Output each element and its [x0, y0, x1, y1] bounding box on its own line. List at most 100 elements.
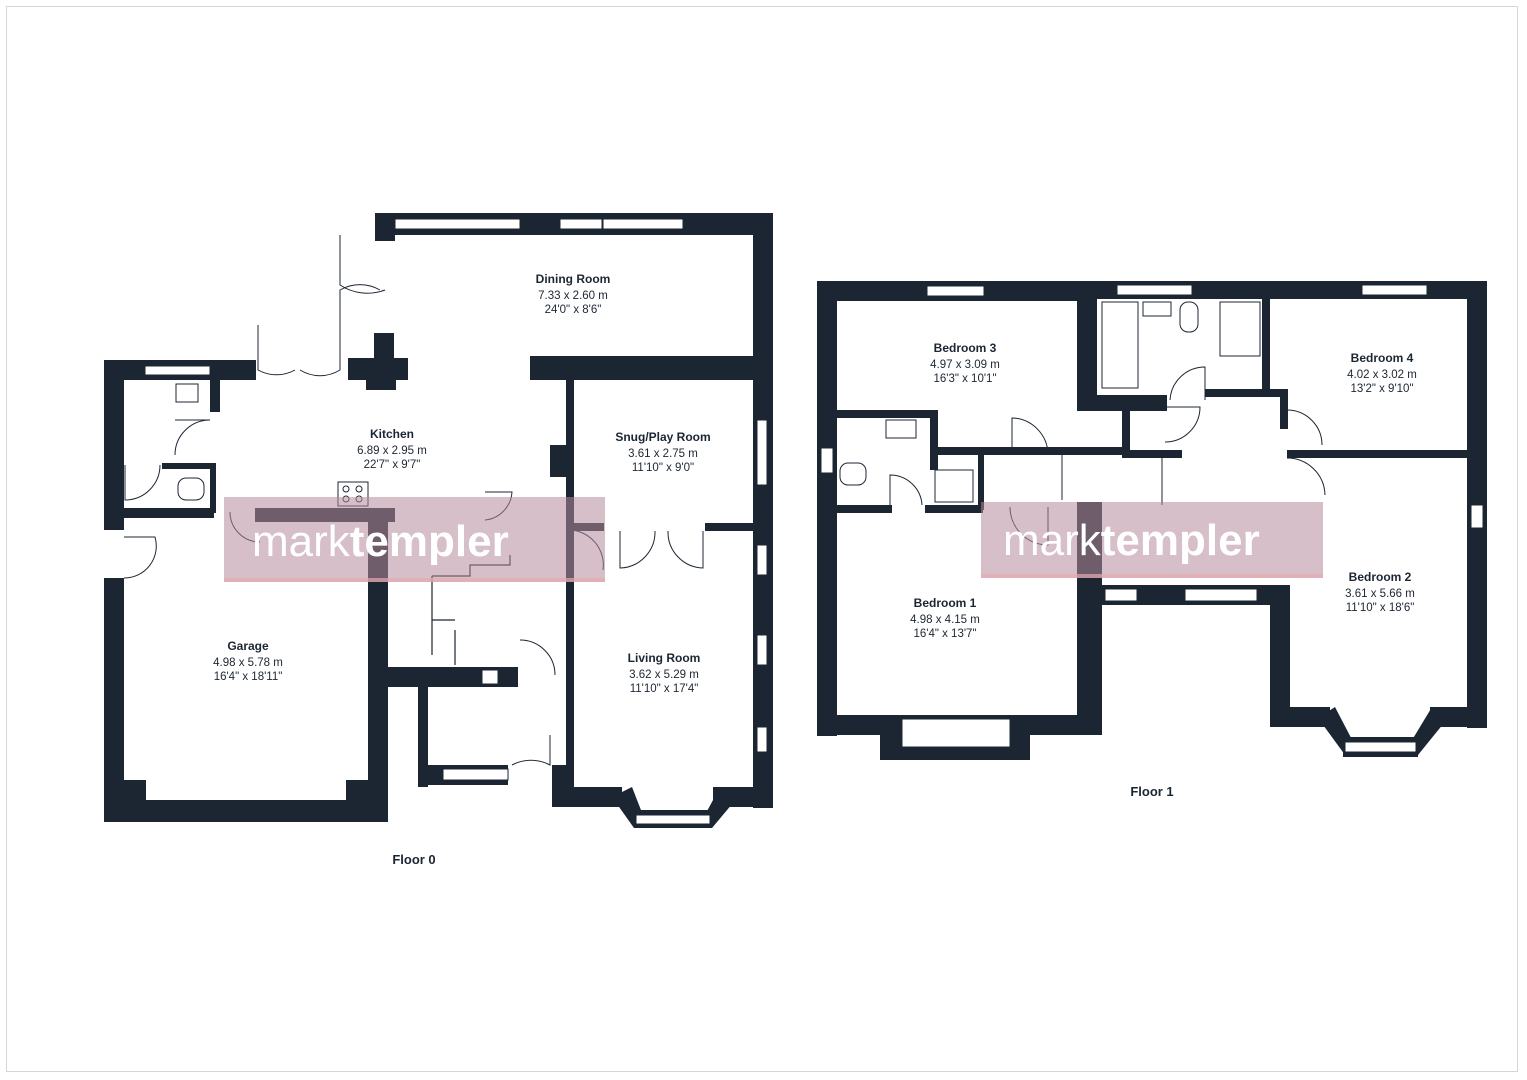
- room-name: Bedroom 2: [1349, 570, 1412, 584]
- room-dimensions-imperial: 16'4" x 13'7": [913, 628, 976, 640]
- window: [756, 544, 768, 576]
- door: [619, 530, 656, 569]
- watermark-underline: [981, 574, 1323, 578]
- room-name: Living Room: [628, 651, 701, 665]
- wall: [210, 463, 216, 513]
- floor-0-plan: Dining Room 7.33 x 2.60 m 24'0" x 8'6" K…: [104, 213, 773, 867]
- shower: [1219, 301, 1261, 357]
- wall: [104, 508, 214, 518]
- toilet: [1179, 301, 1199, 333]
- wall: [104, 360, 124, 530]
- room-dimensions-imperial: 11'10" x 18'6": [1346, 602, 1415, 614]
- room-dimensions-imperial: 24'0" x 8'6": [545, 304, 602, 316]
- wall: [530, 356, 773, 380]
- door: [257, 325, 296, 376]
- window: [1104, 588, 1138, 602]
- door: [299, 325, 341, 377]
- room-name: Dining Room: [536, 272, 611, 286]
- door: [1286, 409, 1323, 446]
- wall: [104, 800, 388, 822]
- wall: [837, 505, 892, 513]
- window: [756, 726, 768, 753]
- door: [1011, 417, 1049, 456]
- wall: [978, 455, 984, 510]
- window: [394, 218, 521, 230]
- shower: [934, 469, 974, 503]
- wall: [552, 787, 622, 807]
- window: [1184, 588, 1258, 602]
- door: [124, 464, 161, 501]
- wall: [705, 523, 755, 531]
- watermark-logo: marktempler: [1003, 516, 1260, 565]
- door: [519, 639, 556, 676]
- door: [174, 419, 211, 456]
- wall: [104, 578, 124, 822]
- wall: [1287, 450, 1467, 458]
- floor-label: Floor 0: [392, 852, 435, 867]
- window: [820, 447, 834, 474]
- wall: [1122, 395, 1130, 455]
- wall: [162, 463, 214, 469]
- window: [442, 768, 509, 781]
- door: [339, 235, 386, 294]
- wall: [925, 505, 983, 513]
- window: [1116, 284, 1193, 296]
- toilet: [177, 477, 205, 501]
- door: [1286, 457, 1326, 496]
- room-dimensions-metric: 3.61 x 5.66 m: [1345, 588, 1415, 600]
- room-dimensions-metric: 3.61 x 2.75 m: [628, 448, 698, 460]
- wall: [817, 281, 837, 736]
- wall: [753, 213, 773, 808]
- room-name: Kitchen: [370, 427, 414, 441]
- toilet: [839, 462, 867, 486]
- window: [1470, 504, 1484, 529]
- wall: [550, 445, 566, 477]
- wall: [1205, 389, 1288, 397]
- wall: [1077, 281, 1097, 411]
- room-name: Snug/Play Room: [615, 430, 710, 444]
- room-dimensions-metric: 7.33 x 2.60 m: [538, 290, 608, 302]
- watermark-left: marktempler: [224, 497, 605, 582]
- window: [144, 365, 211, 376]
- door: [1164, 406, 1201, 443]
- window: [481, 669, 499, 685]
- window: [926, 285, 985, 297]
- wall: [418, 687, 428, 787]
- room-name: Garage: [227, 639, 269, 653]
- room-dimensions-metric: 4.02 x 3.02 m: [1347, 369, 1417, 381]
- window: [756, 419, 768, 486]
- room-dimensions-metric: 4.97 x 3.09 m: [930, 359, 1000, 371]
- room-dimensions-imperial: 13'2" x 9'10": [1350, 383, 1413, 395]
- wall: [375, 213, 395, 241]
- door: [511, 735, 551, 766]
- window: [559, 218, 603, 230]
- wall: [210, 360, 220, 412]
- watermark-background: [981, 502, 1323, 578]
- wall: [1262, 299, 1270, 389]
- room-name: Bedroom 1: [914, 596, 977, 610]
- floor-1-plan: Bedroom 3 4.97 x 3.09 m 16'3" x 10'1" Be…: [817, 281, 1487, 799]
- floor-label: Floor 1: [1130, 784, 1173, 799]
- room-dimensions-imperial: 22'7" x 9'7": [364, 459, 421, 471]
- door: [1169, 366, 1206, 401]
- wall: [1270, 585, 1290, 727]
- wall: [346, 780, 388, 822]
- wall: [566, 380, 574, 792]
- window: [756, 634, 768, 666]
- door: [123, 536, 157, 579]
- bathtub: [1101, 301, 1139, 389]
- door: [889, 474, 923, 506]
- page-border: [6, 6, 1518, 1072]
- watermark-background: [224, 497, 605, 582]
- room-name: Bedroom 4: [1351, 351, 1414, 365]
- wc-basin: [175, 383, 199, 403]
- basin: [885, 419, 917, 439]
- window: [1344, 741, 1417, 753]
- wall: [366, 372, 396, 390]
- room-dimensions-imperial: 11'10" x 9'0": [632, 462, 694, 474]
- wall: [1270, 707, 1330, 727]
- room-dimensions-metric: 4.98 x 4.15 m: [910, 614, 980, 626]
- window: [602, 218, 684, 230]
- watermark-underline: [224, 578, 605, 582]
